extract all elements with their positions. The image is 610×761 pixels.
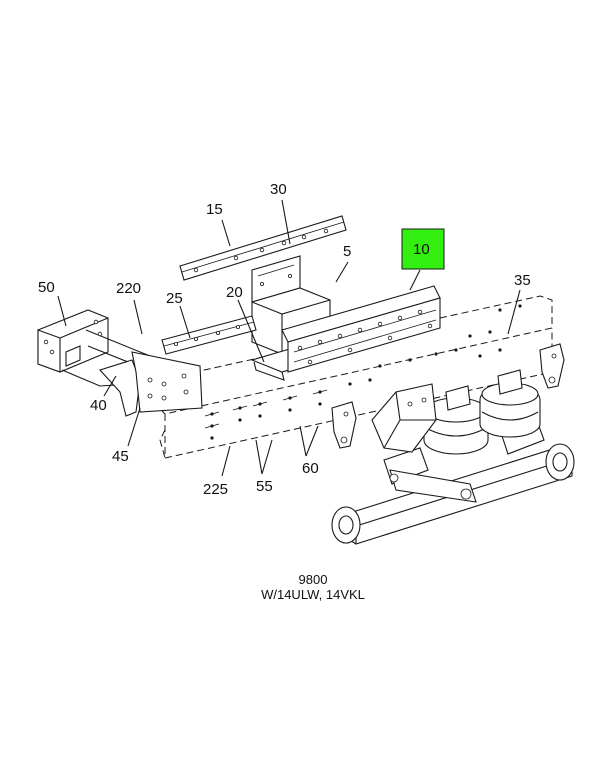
main-plate (281, 285, 441, 373)
suspension-assembly (331, 369, 575, 545)
callout-20[interactable]: 20 (226, 284, 243, 301)
callout-10[interactable]: 10 (413, 241, 430, 258)
callout-60[interactable]: 60 (302, 460, 319, 477)
highlight-box-10 (401, 228, 445, 270)
callout-45[interactable]: 45 (112, 448, 129, 465)
callout-30[interactable]: 30 (270, 181, 287, 198)
callout-225[interactable]: 225 (203, 481, 228, 498)
callout-40[interactable]: 40 (90, 397, 107, 414)
callout-35[interactable]: 35 (514, 272, 531, 289)
leader-lines (57, 199, 521, 477)
callout-15[interactable]: 15 (206, 201, 223, 218)
bolt-field (204, 304, 522, 440)
spring-hanger-rear (539, 343, 565, 389)
angle-bracket (161, 315, 257, 355)
caption-model: 9800 (299, 572, 328, 587)
callout-25[interactable]: 25 (166, 290, 183, 307)
callout-50[interactable]: 50 (38, 279, 55, 296)
rear-crossmember (37, 309, 151, 387)
callout-220[interactable]: 220 (116, 280, 141, 297)
caption-config: W/14ULW, 14VKL (261, 587, 365, 602)
gusset-bracket (99, 351, 203, 417)
spring-hanger-front (331, 401, 357, 449)
callout-5[interactable]: 5 (343, 243, 351, 260)
callout-55[interactable]: 55 (256, 478, 273, 495)
